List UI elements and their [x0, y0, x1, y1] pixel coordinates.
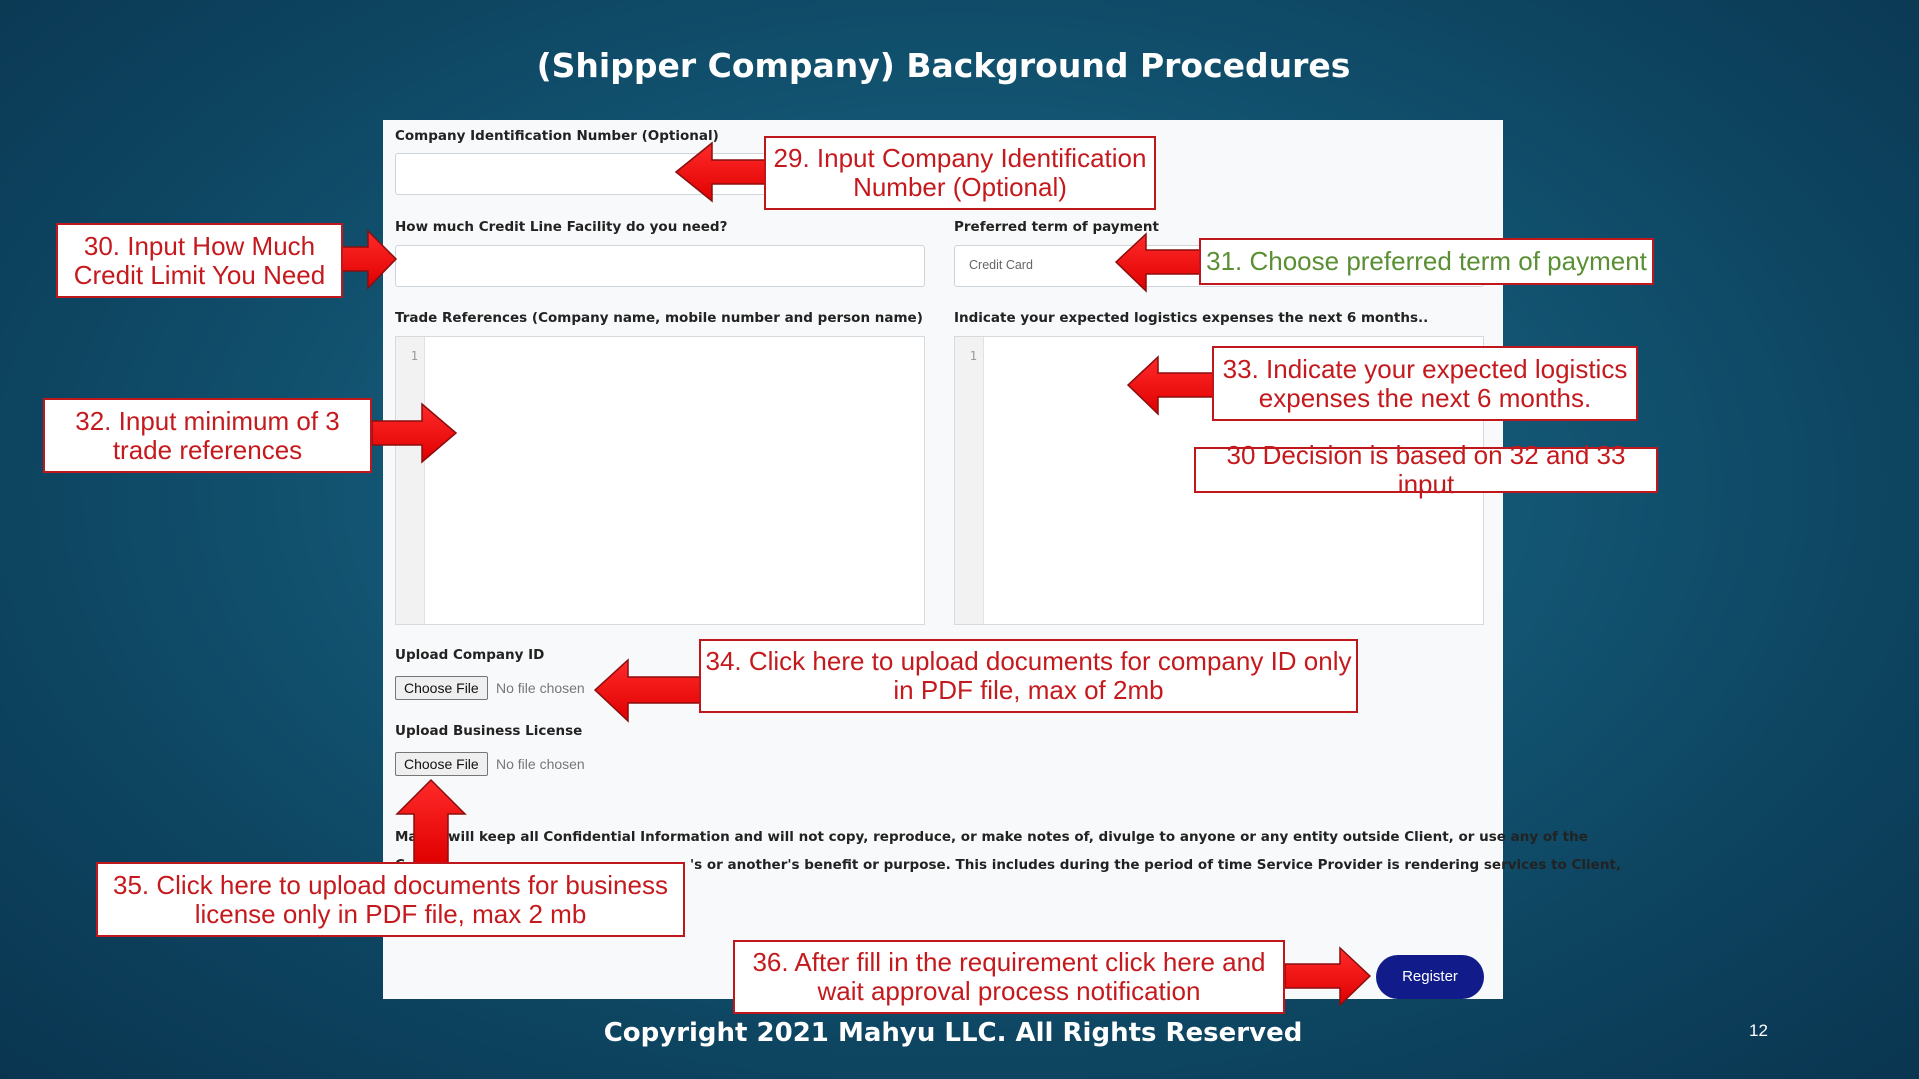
arrow-29	[674, 141, 766, 203]
line-number-gutter: 1	[955, 337, 984, 624]
payment-term-value: Credit Card	[969, 258, 1033, 272]
arrow-33	[1126, 355, 1214, 416]
choose-file-business-license-button[interactable]: Choose File	[395, 752, 488, 776]
arrow-30	[341, 229, 398, 290]
line-number: 1	[410, 349, 418, 363]
credit-line-label: How much Credit Line Facility do you nee…	[395, 219, 728, 235]
arrow-32	[371, 402, 458, 464]
arrow-36	[1284, 946, 1372, 1007]
page-number: 12	[1749, 1021, 1768, 1040]
confidentiality-text-start: Ma	[395, 829, 418, 845]
arrow-34	[593, 658, 702, 723]
trade-references-editor[interactable]: 1	[395, 336, 925, 625]
callout-32: 32. Input minimum of 3 trade references	[43, 398, 372, 473]
callout-31: 31. Choose preferred term of payment	[1199, 238, 1654, 285]
payment-term-label: Preferred term of payment	[954, 219, 1159, 235]
line-number: 1	[969, 349, 977, 363]
callout-35: 35. Click here to upload documents for b…	[96, 862, 685, 937]
slide-title: (Shipper Company) Background Procedures	[536, 46, 1351, 85]
confidentiality-text: 's or another's benefit or purpose. This…	[690, 857, 1622, 873]
arrow-31	[1114, 232, 1201, 293]
callout-29: 29. Input Company Identification Number …	[764, 136, 1156, 210]
expenses-label: Indicate your expected logistics expense…	[954, 310, 1429, 326]
no-file-business-license-text: No file chosen	[496, 756, 585, 772]
choose-file-company-id-button[interactable]: Choose File	[395, 676, 488, 700]
no-file-company-id-text: No file chosen	[496, 680, 585, 696]
callout-30-decision: 30 Decision is based on 32 and 33 input	[1194, 441, 1658, 499]
trade-references-label: Trade References (Company name, mobile n…	[395, 310, 923, 326]
upload-business-license-label: Upload Business License	[395, 723, 583, 739]
copyright-footer: Copyright 2021 Mahyu LLC. All Rights Res…	[603, 1018, 1303, 1048]
callout-36: 36. After fill in the requirement click …	[733, 940, 1285, 1014]
callout-33: 33. Indicate your expected logistics exp…	[1212, 346, 1638, 421]
line-number-gutter: 1	[396, 337, 425, 624]
callout-30: 30. Input How Much Credit Limit You Need	[56, 223, 343, 298]
company-id-label: Company Identification Number (Optional)	[395, 128, 719, 144]
credit-line-input[interactable]	[395, 245, 925, 287]
confidentiality-text: will keep all Confidential Information a…	[448, 829, 1588, 845]
upload-company-id-label: Upload Company ID	[395, 647, 545, 663]
register-button[interactable]: Register	[1376, 955, 1484, 999]
callout-34: 34. Click here to upload documents for c…	[699, 639, 1358, 713]
arrow-35	[395, 778, 467, 864]
